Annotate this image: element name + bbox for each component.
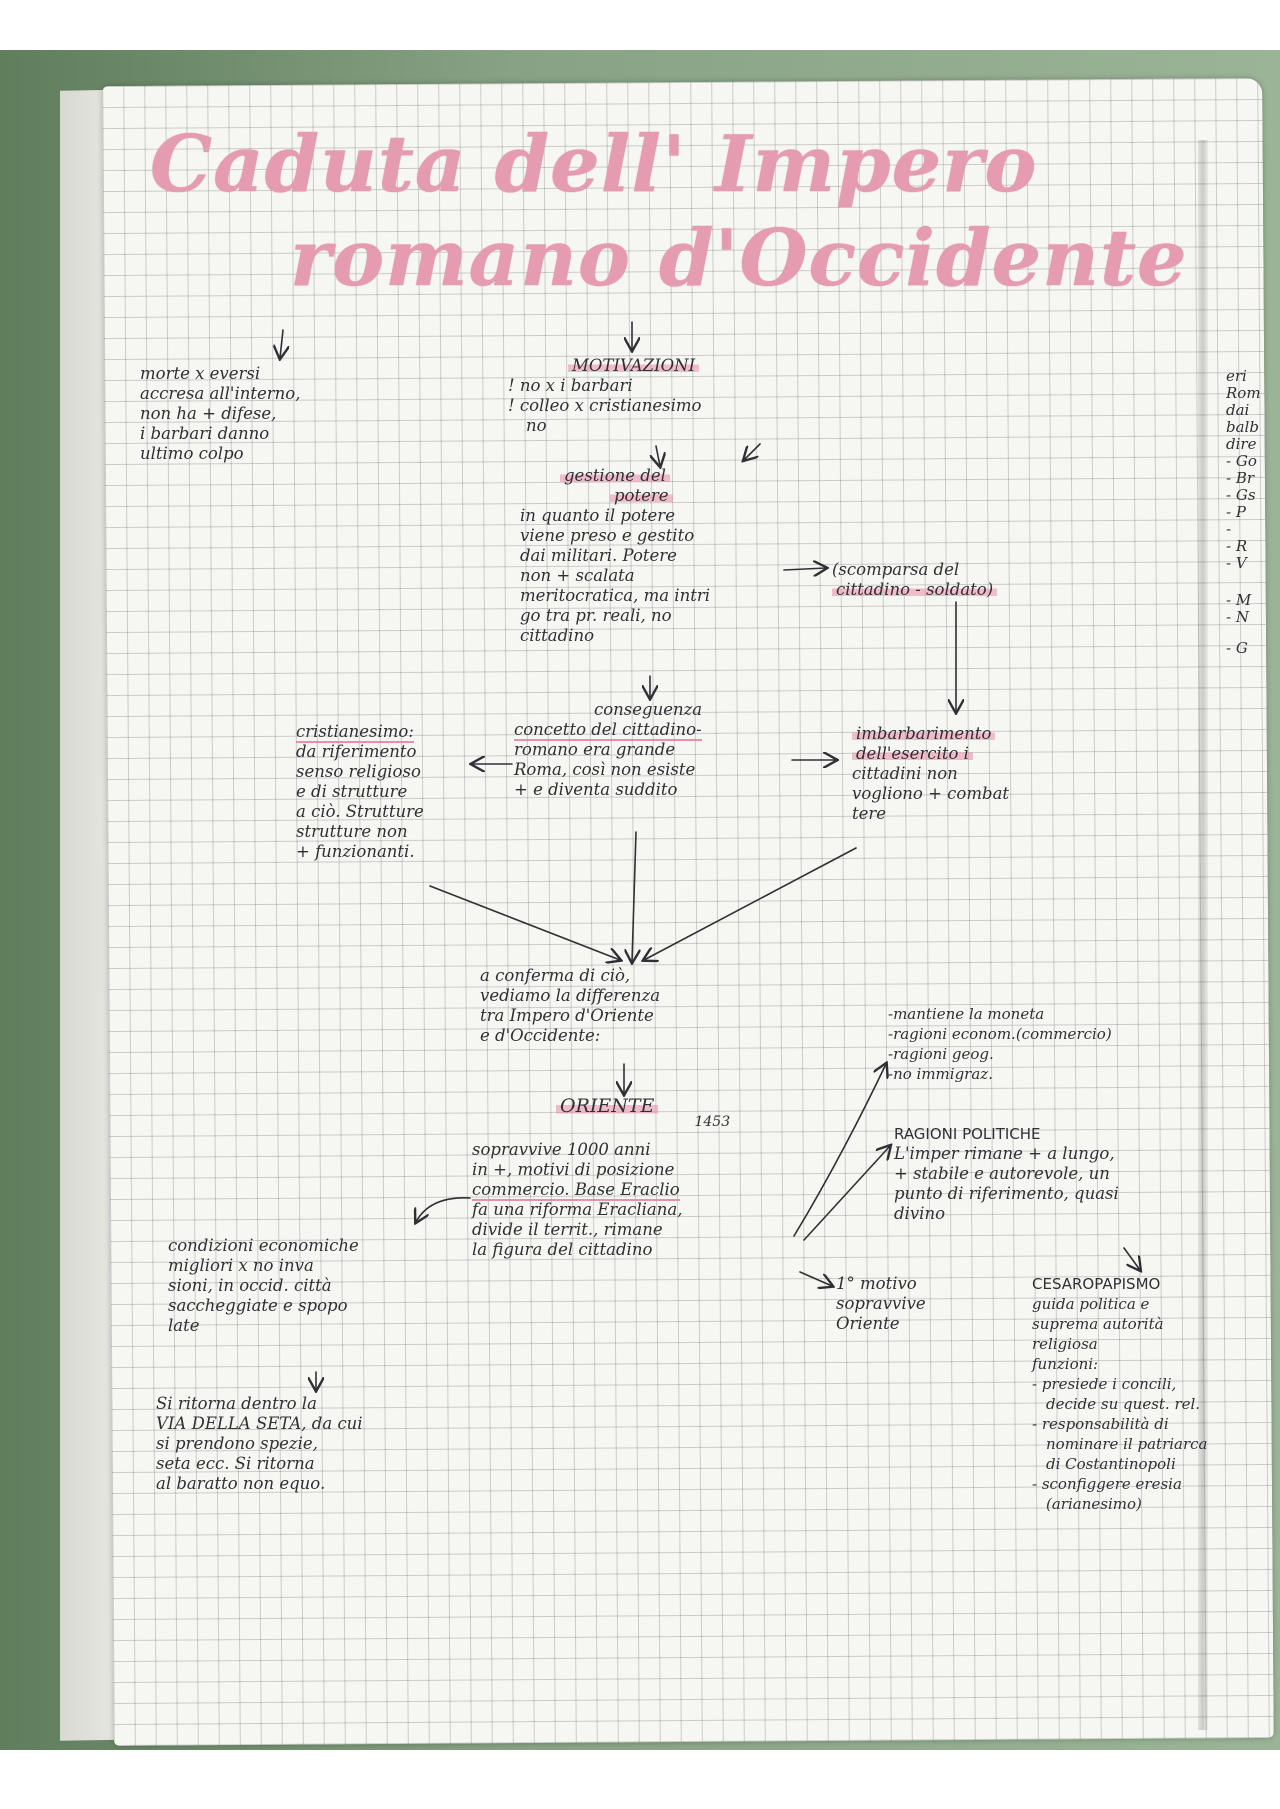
oriente-block: sopravvive 1000 anni in +, motivi di pos…: [472, 1140, 683, 1259]
ragioni-politiche-heading: RAGIONI POLITICHE: [894, 1125, 1041, 1143]
scomparsa-block: (scomparsa del cittadino - soldato): [832, 560, 998, 600]
ragioni-politiche-block: RAGIONI POLITICHE L'imper rimane + a lun…: [894, 1125, 1119, 1223]
title-line-2: romano d'Occidente: [290, 213, 1188, 304]
cristianesimo-block: cristianesimo: da riferimento senso reli…: [296, 722, 424, 861]
conseguenza-block: conseguenza concetto del cittadino- roma…: [514, 700, 703, 799]
left-note: morte x eversi accresa all'interno, non …: [140, 364, 301, 463]
motivazioni-block: MOTIVAZIONI ! no x i barbari ! colleo x …: [508, 356, 702, 435]
oriente-label: ORIENTE: [556, 1095, 659, 1117]
notebook-fold: [1198, 140, 1208, 1730]
oriente-label-wrap: ORIENTE 1453: [556, 1095, 730, 1130]
cesaropapismo-heading: CESAROPAPISMO: [1032, 1275, 1161, 1293]
cesaropapismo-block: CESAROPAPISMO guida politica e suprema a…: [1032, 1275, 1208, 1513]
gestione-heading-1: gestione del: [560, 466, 670, 485]
oriente-year: 1453: [694, 1114, 731, 1130]
gestione-heading-2: potere: [610, 486, 673, 505]
gestione-block: gestione del potere in quanto il potere …: [520, 466, 711, 645]
right-margin-notes: eri Rom dai balb dire - Go - Br - Gs - P…: [1226, 368, 1261, 657]
conferma-block: a conferma di ciò, vediamo la differenza…: [480, 966, 661, 1045]
ragioni-list: -mantiene la moneta -ragioni econom.(com…: [888, 1005, 1112, 1083]
motivazioni-heading: MOTIVAZIONI: [568, 356, 700, 375]
via-della-seta-block: Si ritorna dentro la VIA DELLA SETA, da …: [156, 1394, 363, 1493]
imbarbarimento-block: imbarbarimento dell'esercito i cittadini…: [852, 724, 1010, 823]
title-line-1: Caduta dell' Impero: [150, 119, 1038, 210]
page-title: Caduta dell' Impero romano d'Occidente: [150, 118, 1188, 306]
primo-motivo-block: 1° motivo sopravvive Oriente: [836, 1274, 926, 1333]
economiche-block: condizioni economiche migliori x no inva…: [168, 1236, 359, 1335]
